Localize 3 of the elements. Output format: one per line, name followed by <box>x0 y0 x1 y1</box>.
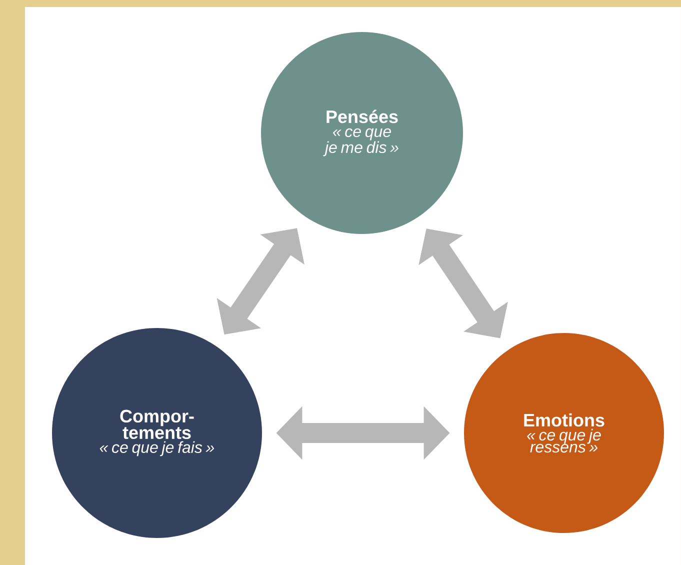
circle-node: Emotions « ce que je ressens » <box>464 333 664 533</box>
circle-node: Pensées « ce que je me dis » <box>261 32 463 234</box>
circle-node: Compor- tements « ce que je fais » <box>52 328 262 538</box>
